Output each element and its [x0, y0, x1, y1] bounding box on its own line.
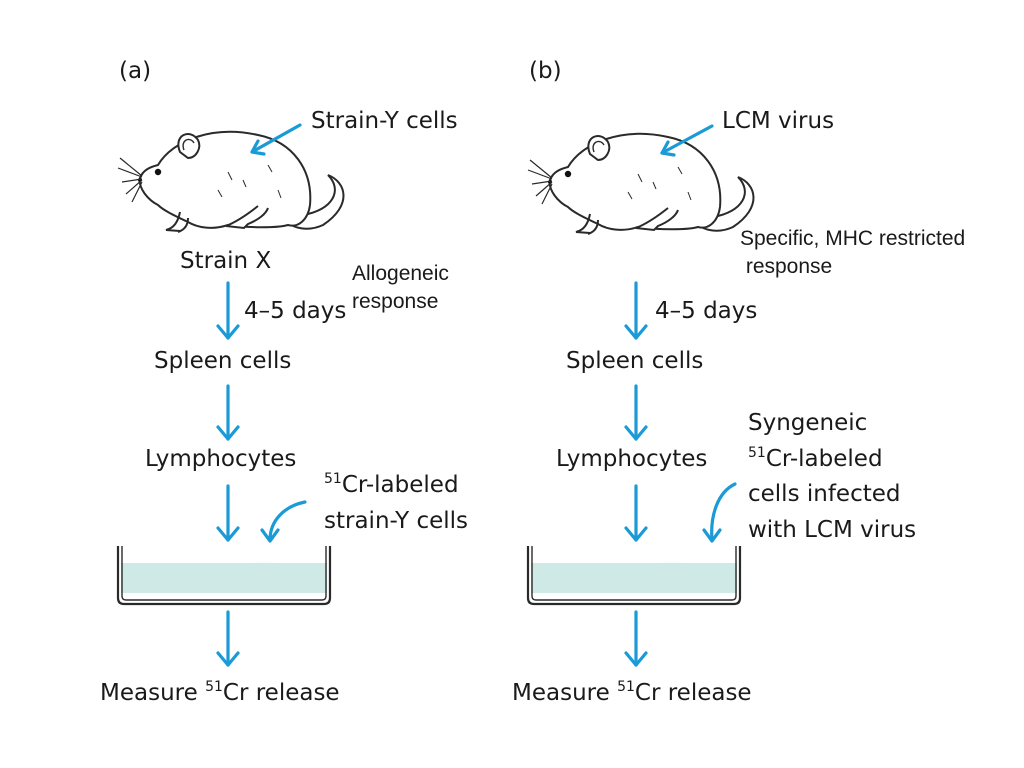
panel-b-target-line1: Syngeneic	[748, 410, 868, 436]
panel-a-mouse-strain: Strain X	[180, 248, 272, 274]
panel-a-lymphocytes: Lymphocytes	[145, 446, 297, 472]
panel-a-measure-sup: 51	[205, 679, 223, 695]
flow-arrow-b-3	[624, 484, 648, 542]
panel-a-injection-label: Strain-Y cells	[311, 108, 458, 134]
flow-arrow-a-2	[216, 384, 240, 441]
flow-arrow-a-3	[216, 484, 240, 542]
culture-dish-b	[526, 544, 742, 606]
panel-b-measure-sup: 51	[617, 679, 635, 695]
panel-b-target-sup: 51	[748, 444, 766, 461]
culture-dish-a	[116, 544, 332, 606]
flow-arrow-b-2	[624, 384, 648, 441]
panel-b-measure-pre: Measure	[512, 680, 618, 706]
flow-arrow-a-1	[216, 281, 240, 340]
panel-b-label: (b)	[529, 58, 562, 84]
target-arrow-a	[260, 500, 307, 543]
flow-arrow-a-4	[216, 610, 240, 667]
panel-b-spleen-cells: Spleen cells	[566, 348, 704, 374]
panel-a-note: Allogeneic response	[352, 262, 449, 314]
panel-a-label: (a)	[119, 58, 152, 84]
target-arrow-b	[702, 482, 737, 543]
panel-a-target-cells: 51Cr-labeled strain-Y cells	[324, 468, 468, 539]
panel-a-measure: Measure 51Cr release	[100, 680, 340, 705]
panel-b-measure: Measure 51Cr release	[512, 680, 752, 705]
panel-b-lymphocytes: Lymphocytes	[556, 446, 708, 472]
flow-arrow-b-1	[624, 281, 648, 340]
panel-b-target-text: Cr-labeled cells infected with LCM virus	[748, 445, 917, 543]
panel-b-incubation: 4–5 days	[655, 298, 758, 324]
panel-a-spleen-cells: Spleen cells	[154, 348, 292, 374]
mouse-b-icon	[527, 132, 755, 235]
injection-arrow-a	[250, 123, 302, 156]
panel-a-measure-post: Cr release	[222, 680, 340, 706]
panel-a-incubation: 4–5 days	[244, 298, 347, 324]
panel-a-measure-pre: Measure	[100, 680, 206, 706]
flow-arrow-b-4	[624, 610, 648, 667]
panel-b-note: Specific, MHC restricted response	[740, 227, 966, 279]
panel-b-injection-label: LCM virus	[722, 108, 835, 134]
panel-b-measure-post: Cr release	[634, 680, 752, 706]
panel-a-target-text: Cr-labeled strain-Y cells	[324, 472, 469, 534]
panel-a-target-sup: 51	[324, 471, 342, 487]
mouse-a-icon	[117, 130, 345, 233]
injection-arrow-b	[660, 124, 714, 157]
panel-b-target-cells: Syngeneic 51Cr-labeled cells infected wi…	[748, 406, 916, 549]
